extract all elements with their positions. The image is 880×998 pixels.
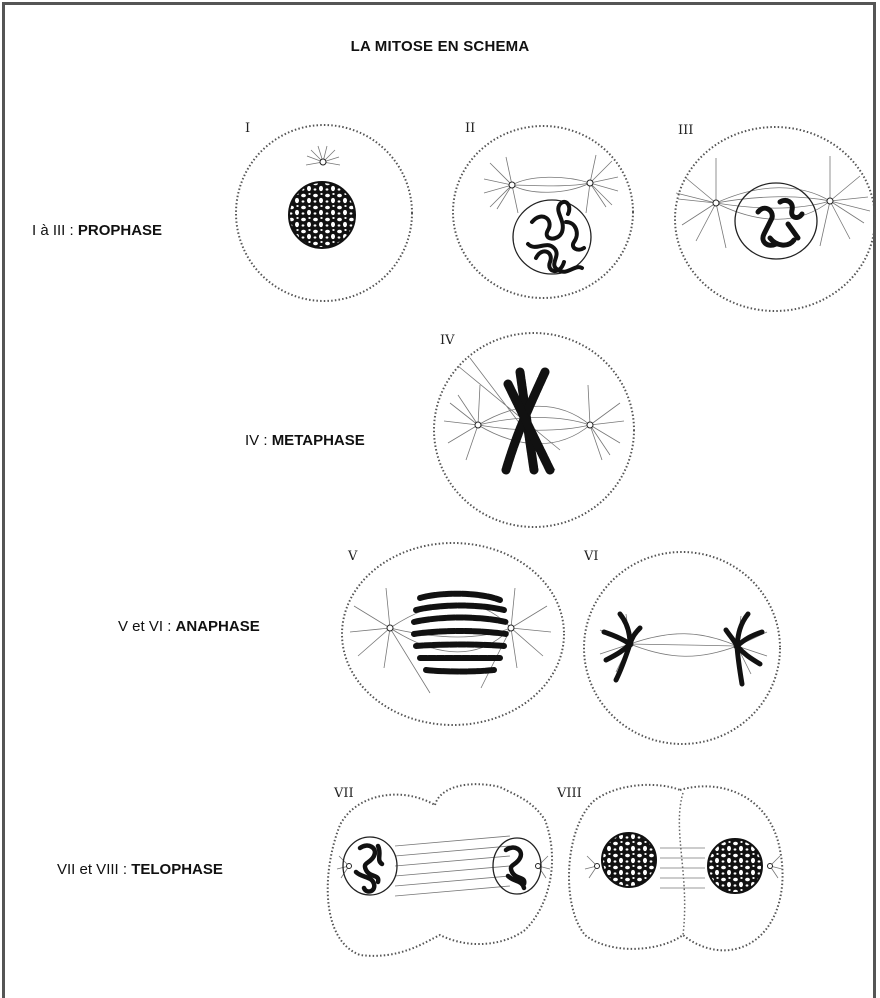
cell-8-nucleus-a xyxy=(602,833,656,887)
cell-8-nucleus-b xyxy=(708,839,762,893)
centriole-3b xyxy=(827,198,833,204)
centriole-2a xyxy=(509,182,515,188)
cell-6-chromosomes xyxy=(604,614,762,684)
numeral-7: VII xyxy=(333,786,354,801)
centriole-5b xyxy=(508,625,514,631)
cell-7-membrane xyxy=(328,784,552,956)
centriole-5a xyxy=(387,625,393,631)
numeral-1: I xyxy=(245,121,250,136)
numeral-4: IV xyxy=(440,333,455,348)
centriole-8b xyxy=(768,864,773,869)
cell-2-membrane xyxy=(453,126,633,298)
cell-5-chromosomes xyxy=(414,594,506,672)
cell-2-chromosomes xyxy=(528,202,584,272)
cell-1-nucleus xyxy=(289,182,355,248)
numeral-5: V xyxy=(347,549,358,564)
centriole-4a xyxy=(475,422,481,428)
cell-3-spindle xyxy=(676,156,870,248)
cell-2-spindle xyxy=(484,155,618,213)
numeral-3: III xyxy=(678,123,693,138)
numeral-2: II xyxy=(465,121,475,136)
centriole-1 xyxy=(320,159,326,165)
centriole-8a xyxy=(595,864,600,869)
cell-4-chromosomes xyxy=(506,372,550,470)
centriole-4b xyxy=(587,422,593,428)
cleavage-furrow xyxy=(679,793,684,935)
centriole-3a xyxy=(713,200,719,206)
centriole-7a xyxy=(347,864,352,869)
centriole-7b xyxy=(536,864,541,869)
cell-6-membrane xyxy=(584,552,780,744)
centriole-2b xyxy=(587,180,593,186)
cell-3-nucleus xyxy=(735,183,817,259)
numeral-6: VI xyxy=(583,549,599,564)
numeral-8: VIII xyxy=(556,786,582,801)
